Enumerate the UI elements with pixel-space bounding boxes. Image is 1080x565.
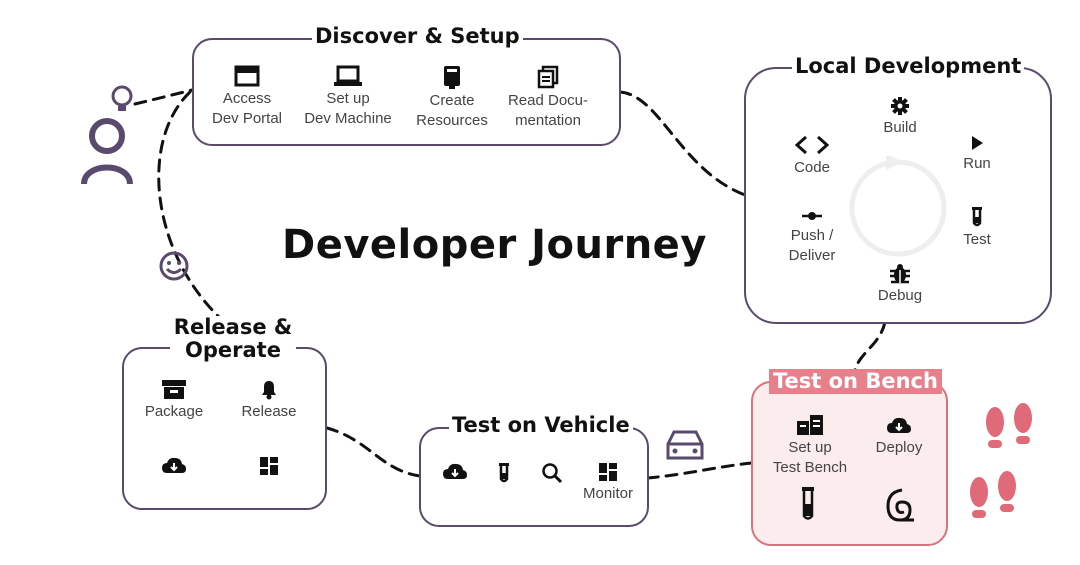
bug-icon	[890, 264, 910, 284]
car-icon	[666, 430, 704, 460]
buildings-icon	[797, 415, 823, 435]
play-icon	[972, 136, 983, 150]
vehicle-deploy-step	[441, 462, 469, 484]
smiley-icon	[159, 251, 189, 281]
bench-test-step	[796, 486, 820, 524]
release-operate-title: Release & Operate	[170, 315, 296, 363]
laptop-icon	[334, 65, 362, 86]
step-build: Build	[868, 96, 932, 138]
dashboard-icon	[599, 463, 617, 481]
step-code: Code	[782, 134, 842, 178]
discover-setup-title: Discover & Setup	[312, 24, 523, 49]
archive-box-icon	[162, 380, 186, 399]
test-tube-icon	[972, 207, 982, 227]
footprints-icon	[970, 403, 1032, 518]
test-on-vehicle-title: Test on Vehicle	[449, 413, 633, 438]
step-run: Run	[952, 134, 1002, 174]
vehicle-inspect-step	[540, 462, 564, 486]
page-title: Developer Journey	[282, 222, 707, 268]
connector-discover-to-release	[157, 90, 222, 320]
gear-icon	[891, 97, 909, 115]
connector-local-to-bench	[853, 320, 887, 372]
connector-bench-to-vehicle	[646, 461, 754, 480]
code-icon	[794, 135, 830, 155]
vehicle-test-step	[494, 462, 514, 486]
person-icon	[81, 85, 133, 185]
step-set-up-test-bench: Set up Test Bench	[762, 414, 858, 477]
step-push-deliver: Push / Deliver	[774, 208, 850, 265]
step-access-dev-portal: Access Dev Portal	[205, 65, 289, 128]
step-debug: Debug	[866, 262, 934, 306]
step-deploy: Deploy	[866, 416, 932, 458]
test-on-bench-box	[751, 381, 948, 546]
bench-signal-step	[878, 486, 918, 526]
step-test: Test	[952, 206, 1002, 250]
documents-icon	[537, 65, 559, 89]
cloud-download-icon	[887, 417, 911, 433]
step-read-documentation: Read Docu- mentation	[500, 65, 596, 130]
connector-discover-to-local	[618, 90, 747, 197]
step-set-up-dev-machine: Set up Dev Machine	[298, 65, 398, 128]
squiggle-icon	[886, 488, 914, 522]
connector-vehicle-to-release	[325, 426, 422, 478]
step-package: Package	[140, 378, 208, 422]
cloud-download-icon	[443, 463, 467, 479]
commit-icon	[802, 212, 822, 220]
cloud-download-icon	[162, 457, 186, 473]
step-monitor: Monitor	[576, 462, 640, 504]
test-on-bench-title: Test on Bench	[769, 369, 942, 395]
local-development-title: Local Development	[792, 54, 1025, 79]
test-tube-icon	[499, 463, 509, 483]
book-icon	[444, 66, 460, 89]
browser-window-icon	[234, 65, 260, 87]
test-tube-icon	[802, 487, 814, 520]
discover-setup-box	[192, 38, 621, 146]
connector-user-to-discover	[133, 88, 194, 106]
step-release: Release	[236, 378, 302, 422]
dev-cycle-ring	[849, 156, 947, 257]
bell-icon	[262, 381, 276, 400]
magnifier-icon	[542, 463, 563, 484]
dashboard-icon	[260, 457, 278, 475]
step-create-resources: Create Resources	[410, 65, 494, 130]
release-download-step	[160, 456, 188, 478]
release-operate-box	[122, 347, 327, 510]
release-monitor-step	[255, 456, 283, 478]
